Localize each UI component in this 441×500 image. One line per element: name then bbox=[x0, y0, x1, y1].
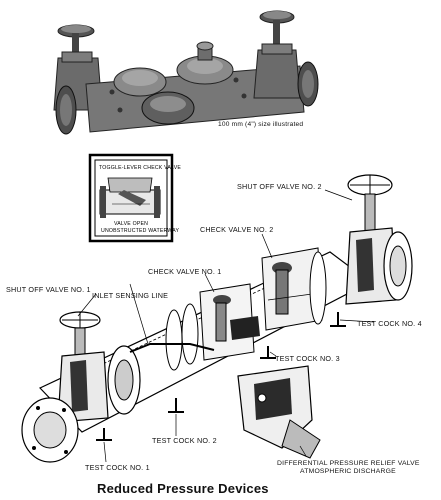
shutoff-valve-2-drawing bbox=[345, 174, 413, 305]
inlet-sensing-line-drawing bbox=[129, 343, 215, 353]
label-test-cock-2: TEST COCK NO. 2 bbox=[152, 436, 217, 445]
label-test-cock-1: TEST COCK NO. 1 bbox=[85, 463, 150, 472]
inset-line2: UNOBSTRUCTED WATERWAY bbox=[101, 228, 180, 234]
right-handwheel bbox=[259, 10, 295, 50]
check-valve-2-drawing bbox=[261, 247, 327, 331]
figure-title: Reduced Pressure Devices bbox=[97, 481, 269, 496]
inset-title: TOGGLE-LEVER CHECK VALVE bbox=[99, 165, 182, 171]
check-valve-1-drawing bbox=[165, 283, 260, 371]
label-check-valve-1: CHECK VALVE NO. 1 bbox=[148, 267, 222, 276]
shutoff-valve-1-drawing bbox=[21, 311, 141, 463]
photo-caption: 100 mm (4") size illustrated bbox=[218, 121, 304, 128]
label-test-cock-4: TEST COCK NO. 4 bbox=[357, 319, 422, 328]
label-relief-valve: DIFFERENTIAL PRESSURE RELIEF VALVE bbox=[277, 460, 420, 467]
label-atmospheric-discharge: ATMOSPHERIC DISCHARGE bbox=[300, 468, 396, 475]
test-cocks-drawing bbox=[96, 312, 346, 441]
label-inlet-sensing-line: INLET SENSING LINE bbox=[92, 291, 169, 300]
label-test-cock-3: TEST COCK NO. 3 bbox=[275, 354, 340, 363]
left-handwheel bbox=[57, 24, 95, 55]
relief-valve-drawing bbox=[237, 365, 321, 459]
label-check-valve-2: CHECK VALVE NO. 2 bbox=[200, 225, 274, 234]
label-shutoff-valve-2: SHUT OFF VALVE NO. 2 bbox=[237, 182, 322, 191]
inset-line1: VALVE OPEN bbox=[114, 221, 149, 227]
leader-lines bbox=[77, 189, 375, 463]
label-shutoff-valve-1: SHUT OFF VALVE NO. 1 bbox=[6, 285, 91, 294]
